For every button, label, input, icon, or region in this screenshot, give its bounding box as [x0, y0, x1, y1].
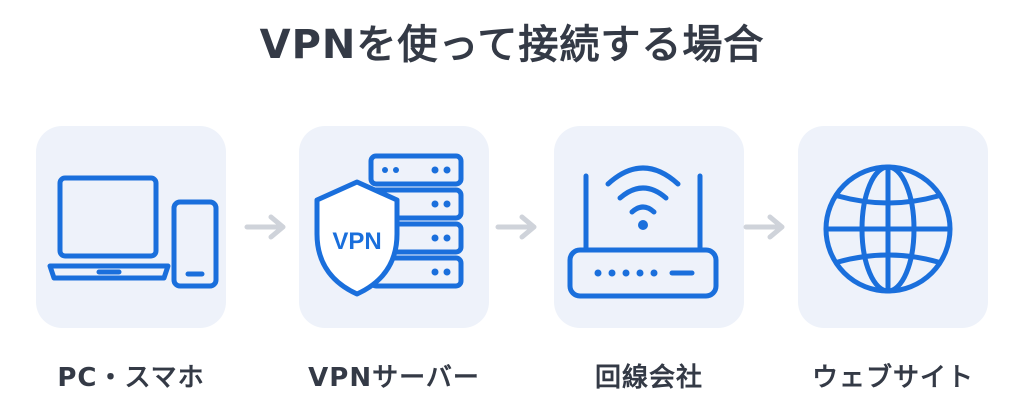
step-label-website: ウェブサイト [811, 363, 974, 393]
laptop-phone-icon [47, 175, 219, 289]
vpn-server-icon: VPN [314, 153, 464, 297]
globe-icon [823, 164, 953, 294]
arrow-right-icon [743, 214, 785, 240]
step-pc-smartphone [36, 126, 226, 328]
step-label-isp: 回線会社 [594, 363, 703, 393]
page-title: VPNを使って接続する場合 [259, 22, 765, 68]
step-isp-router [554, 126, 744, 328]
step-label-vpn-server: VPNサーバー [308, 363, 480, 393]
step-website [798, 126, 988, 328]
arrow-right-icon [495, 214, 537, 240]
step-label-pc-smartphone: PC・スマホ [57, 363, 205, 393]
vpn-badge-text: VPN [332, 228, 381, 255]
arrow-right-icon [244, 214, 286, 240]
router-icon [567, 165, 719, 299]
step-vpn-server: VPN [299, 126, 489, 328]
